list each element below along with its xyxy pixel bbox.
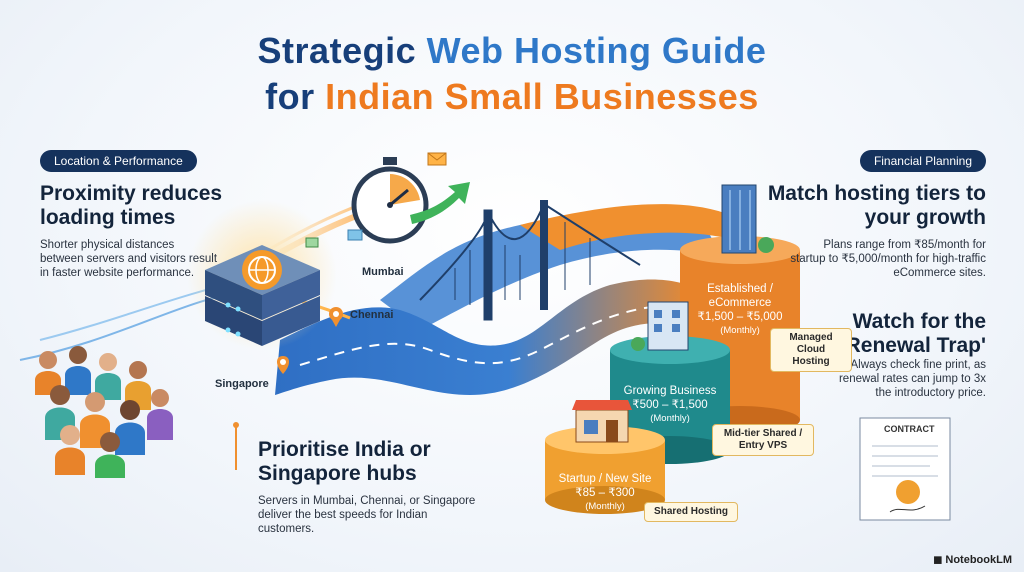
contract-document-icon <box>859 417 951 521</box>
pill-location-performance: Location & Performance <box>40 150 197 172</box>
brand-notebooklm: ◼ NotebookLM <box>933 554 1012 566</box>
tier-cylinder-startup <box>545 426 665 514</box>
storefront-icon <box>572 400 632 443</box>
brand-label: NotebookLM <box>945 554 1012 566</box>
tier-price: ₹85 – ₹300 <box>575 487 635 499</box>
tier-price: ₹1,500 – ₹5,000 <box>697 311 783 323</box>
body-match-tiers: Plans range from ₹85/month for startup t… <box>790 239 986 279</box>
label-singapore: Singapore <box>215 378 269 390</box>
road-front <box>275 279 700 395</box>
skyscraper-icon <box>721 184 774 254</box>
road-back <box>380 207 720 330</box>
tier-name: Startup / New Site <box>558 473 652 485</box>
stopwatch-icon <box>351 157 429 244</box>
tier-startup: Startup / New Site ₹85 – ₹300 (Monthly) <box>547 472 663 514</box>
heading-prioritise-hubs: Prioritise India or Singapore hubs <box>258 438 431 485</box>
tier-period: (Monthly) <box>650 413 690 424</box>
heading-proximity: Proximity reduces loading times <box>40 182 223 229</box>
body-renewal-trap: Always check fine print, as renewal rate… <box>838 359 986 399</box>
tier-period: (Monthly) <box>585 501 625 512</box>
mail-icon <box>305 152 447 248</box>
tier-price: ₹500 – ₹1,500 <box>632 399 708 411</box>
label-mumbai: Mumbai <box>362 266 404 278</box>
callout-mid-tier: Mid-tier Shared / Entry VPS <box>712 424 814 456</box>
people-crowd-icon <box>35 346 173 478</box>
callout-managed-cloud: Managed Cloud Hosting <box>770 328 852 372</box>
tier-period: (Monthly) <box>720 325 760 336</box>
server-icon <box>205 245 320 346</box>
heading-match-tiers: Match hosting tiers to your growth <box>767 182 986 229</box>
body-proximity: Shorter physical distances between serve… <box>40 239 218 279</box>
page-title-line-1: Strategic Web Hosting Guide <box>257 30 767 71</box>
contract-label: CONTRACT <box>884 424 935 434</box>
body-prioritise-hubs: Servers in Mumbai, Chennai, or Singapore… <box>258 495 476 535</box>
label-chennai: Chennai <box>350 309 394 321</box>
office-building-icon <box>631 301 689 351</box>
growth-arrow-icon <box>410 182 470 224</box>
tier-name: Established / eCommerce <box>707 283 773 309</box>
tier-name: Growing Business <box>623 385 717 397</box>
bridge <box>419 200 641 321</box>
callout-shared-hosting: Shared Hosting <box>644 502 738 522</box>
tier-established: Established / eCommerce ₹1,500 – ₹5,000 … <box>682 282 798 338</box>
page-title-line-2: for Indian Small Businesses <box>265 76 759 117</box>
heading-renewal-trap: Watch for the 'Renewal Trap' <box>840 310 986 357</box>
pill-financial-planning: Financial Planning <box>859 150 986 172</box>
location-pin-icon <box>276 307 343 374</box>
tier-growing: Growing Business ₹500 – ₹1,500 (Monthly) <box>612 384 728 426</box>
